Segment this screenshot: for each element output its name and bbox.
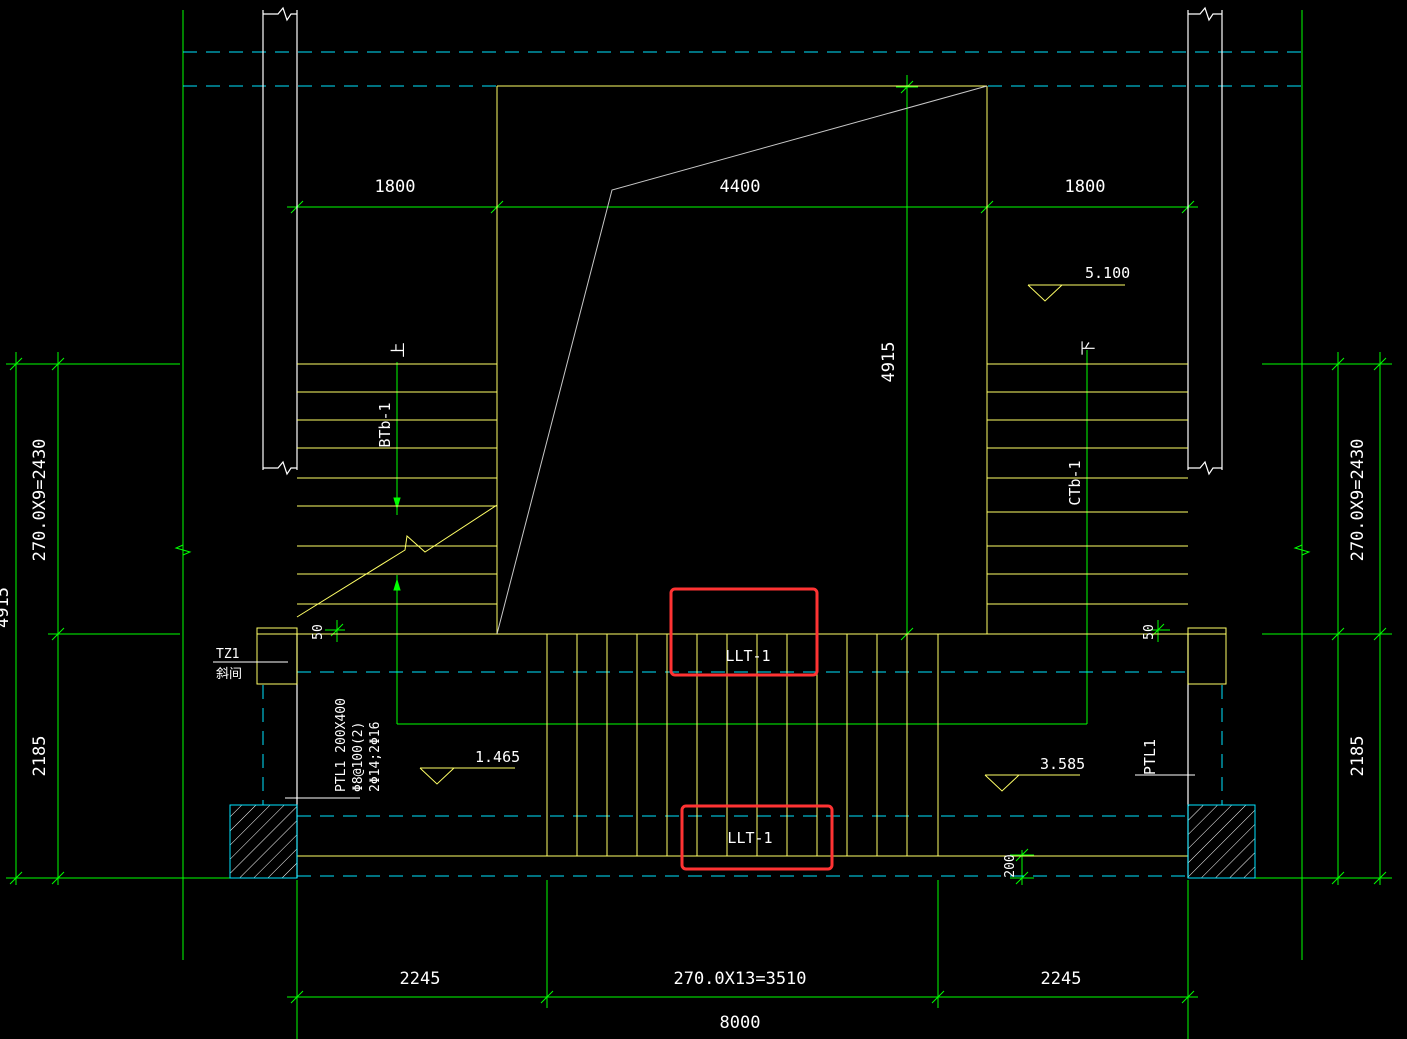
dim-vertical-center: 4915 — [879, 342, 899, 383]
label-beam-spec-1: PTL1 200X400 — [334, 698, 349, 792]
dim-top-left: 1800 — [375, 177, 416, 197]
dim-right-flight: 270.0X9=2430 — [1348, 439, 1368, 562]
label-beam-right: PTL1 — [1141, 739, 1159, 775]
label-down: 下 — [1079, 340, 1097, 355]
dim-bottom-total: 8000 — [720, 1013, 761, 1033]
dim-left-lower: 2185 — [30, 736, 50, 777]
elevation-lower-left: 1.465 — [475, 748, 520, 766]
highlight-llt1-top — [669, 587, 819, 677]
dim-bottom-right: 2245 — [1041, 969, 1082, 989]
label-landing-top: LLT-1 — [725, 647, 770, 665]
dim-left-flight: 270.0X9=2430 — [30, 439, 50, 562]
dim-small-left: 50 — [311, 624, 326, 640]
left-flight-treads — [297, 363, 497, 605]
label-column: TZ1 — [216, 647, 239, 662]
dim-bottom-left: 2245 — [400, 969, 441, 989]
right-flight-treads — [987, 363, 1188, 605]
dimension-text: 1800 4400 1800 4915 270.0X9=2430 2185 27… — [0, 177, 1368, 1033]
highlight-boxes — [669, 587, 834, 871]
label-text: BTb-1 CTb-1 上 下 TZ1 斜间 PTL1 200X400 Φ8@1… — [216, 340, 1159, 847]
label-up: 上 — [389, 342, 407, 357]
dim-left-edge-partial: 4915 — [0, 587, 13, 628]
dim-right-lower: 2185 — [1348, 736, 1368, 777]
dim-top-right: 1800 — [1065, 177, 1106, 197]
label-stair-right: CTb-1 — [1066, 460, 1084, 505]
label-beam-spec-3: 2Φ14;2Φ16 — [368, 722, 383, 792]
wall-lines — [262, 6, 1223, 878]
dim-small-right: 50 — [1142, 624, 1157, 640]
label-landing-bottom: LLT-1 — [727, 829, 772, 847]
stair-outline — [256, 85, 1227, 857]
elevation-text: 5.100 1.465 3.585 — [475, 264, 1130, 773]
leader-lines — [213, 661, 1195, 799]
break-line — [496, 85, 988, 635]
foundation-hatch — [229, 804, 1256, 879]
label-stair-left: BTb-1 — [376, 402, 394, 447]
elevation-lower-right: 3.585 — [1040, 755, 1085, 773]
dim-top-center: 4400 — [720, 177, 761, 197]
dimension-lines — [6, 10, 1392, 1039]
dim-beam-depth: 200 — [1003, 854, 1018, 877]
label-beam-spec-2: Φ8@100(2) — [351, 722, 366, 792]
elevation-top-right: 5.100 — [1085, 264, 1130, 282]
lower-flight-treads — [546, 634, 939, 856]
dim-bottom-center: 270.0X13=3510 — [673, 969, 806, 989]
highlight-llt1-bottom — [680, 804, 834, 871]
label-column-note: 斜间 — [216, 667, 242, 682]
